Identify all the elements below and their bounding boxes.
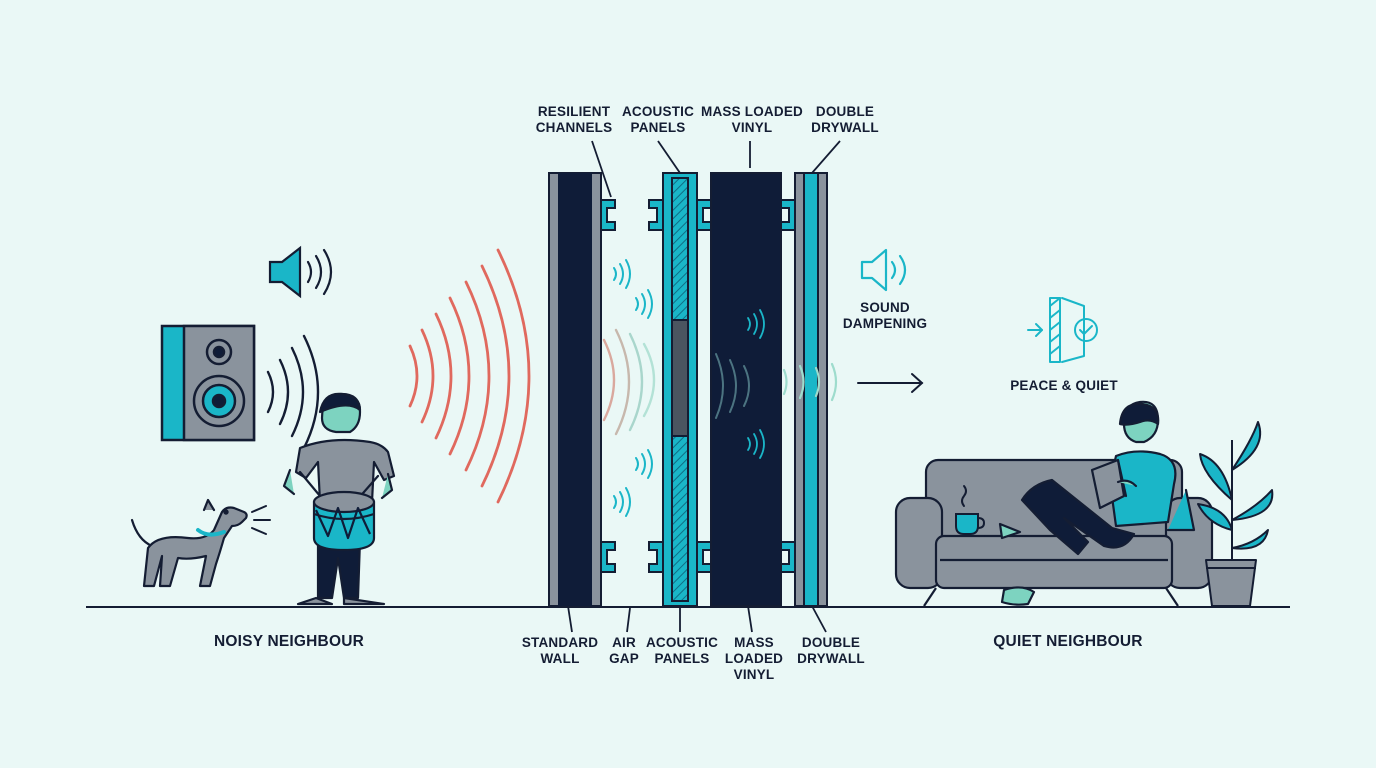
arrow-right-icon — [857, 373, 924, 393]
drum — [312, 490, 376, 552]
label-peace-quiet: PEACE & QUIET — [1010, 378, 1118, 393]
potted-plant-icon — [1197, 421, 1274, 607]
door-check-icon — [1027, 297, 1098, 363]
noise-waves — [408, 248, 531, 504]
sound-dampening-icon — [860, 248, 907, 292]
reading-person — [998, 400, 1196, 606]
bark-lines — [251, 505, 271, 535]
acoustic-panel-layer — [662, 172, 698, 607]
loudspeaker-box — [160, 324, 256, 442]
air-gap-wave-marks — [613, 259, 653, 517]
double-drywall-layer — [794, 172, 828, 607]
dampened-waves — [782, 362, 838, 402]
fading-waves — [602, 328, 656, 436]
barking-dog — [130, 498, 248, 588]
coffee-cup-icon — [949, 485, 986, 537]
label-quiet-neighbour: QUIET NEIGHBOUR — [993, 633, 1143, 650]
speaker-volume-icon — [268, 245, 333, 299]
top-label-pointers — [591, 140, 841, 198]
label-noisy-neighbour: NOISY NEIGHBOUR — [214, 633, 364, 650]
bottom-label-pointers — [567, 605, 827, 633]
drummer-person — [282, 392, 396, 606]
resilient-channel-brackets — [600, 199, 796, 573]
mass-loaded-vinyl-layer — [710, 172, 782, 607]
speaker-sound-waves — [266, 334, 320, 450]
